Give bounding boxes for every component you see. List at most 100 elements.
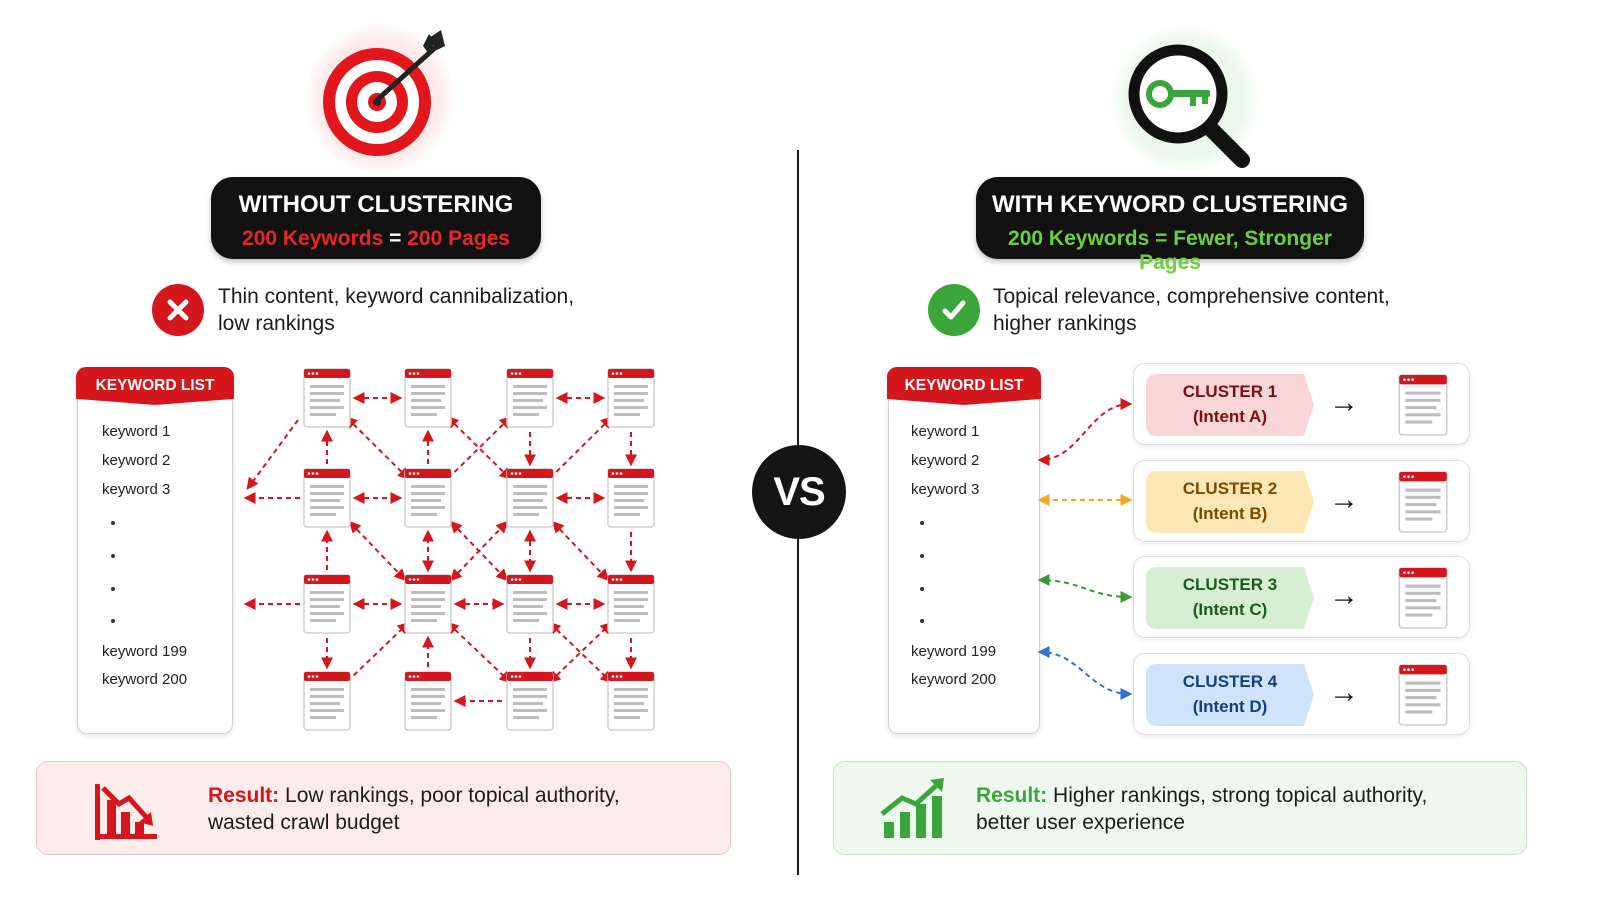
without-note: Thin content, keyword cannibalization, l…: [218, 283, 574, 337]
result-text: Result: Low rankings, poor topical autho…: [208, 782, 620, 836]
page-icon: [506, 574, 554, 634]
page-icon: [303, 468, 351, 528]
cluster-card: CLUSTER 2 (Intent B) →: [1133, 460, 1470, 542]
cluster-intent: (Intent B): [1192, 504, 1268, 523]
with-clustering-pill: WITH KEYWORD CLUSTERING 200 Keywords = F…: [976, 177, 1364, 274]
cluster-name: CLUSTER 4: [1182, 672, 1278, 691]
link-arrow: [346, 621, 410, 683]
ellipsis-dot: [920, 521, 924, 525]
x-icon: [152, 284, 204, 336]
keyword-item: keyword 3: [911, 481, 980, 498]
cluster-intent: (Intent C): [1192, 600, 1268, 619]
page-icon: [607, 468, 655, 528]
ellipsis-dot: [111, 619, 115, 623]
cluster-label: CLUSTER 2 (Intent B): [1146, 471, 1314, 533]
keyword-item: keyword 1: [102, 423, 171, 440]
keyword-item: keyword 2: [102, 452, 171, 469]
page-icon: [506, 368, 554, 428]
result-line: better user experience: [976, 811, 1185, 834]
page-network: [243, 368, 655, 731]
page-icon: [404, 574, 452, 634]
cluster-name: CLUSTER 2: [1182, 479, 1278, 498]
right-arrow-icon: →: [1329, 579, 1359, 612]
page-icon: [607, 671, 655, 731]
key-magnifier-icon: [1110, 24, 1260, 174]
keyword-item: keyword 3: [102, 481, 171, 498]
page-icon: [1392, 471, 1454, 538]
link-arrow: [549, 416, 613, 480]
result-label: Result:: [208, 784, 280, 807]
without-clustering-pill: WITHOUT CLUSTERING 200 Keywords = 200 Pa…: [211, 177, 541, 259]
result-box-right: Result: Higher rankings, strong topical …: [833, 761, 1527, 855]
cluster-intent: (Intent D): [1192, 697, 1268, 716]
pill-keywords-count: 200 Keywords: [242, 227, 384, 250]
keyword-item: keyword 199: [911, 643, 997, 660]
keyword-item: keyword 199: [102, 643, 188, 660]
cluster-card: CLUSTER 3 (Intent C) →: [1133, 556, 1470, 638]
cluster-label: CLUSTER 1 (Intent A): [1146, 374, 1314, 436]
cluster-connectors: [1037, 398, 1133, 700]
page-icon: [1392, 664, 1454, 731]
page-icon: [404, 468, 452, 528]
note-line: higher rankings: [993, 312, 1137, 335]
result-box-left: Result: Low rankings, poor topical autho…: [36, 761, 731, 855]
ellipsis-dot: [111, 587, 115, 591]
result-line: Higher rankings, strong topical authorit…: [1053, 784, 1428, 807]
pill-subtitle: 200 Keywords = Fewer, Stronger Pages: [1008, 227, 1332, 274]
cluster-card: CLUSTER 4 (Intent D) →: [1133, 653, 1470, 735]
page-icon: [1392, 567, 1454, 634]
result-label: Result:: [976, 784, 1048, 807]
keyword-list-header: KEYWORD LIST: [887, 367, 1041, 405]
link-arrow: [246, 419, 299, 490]
trend-up-icon: [880, 776, 950, 847]
note-line: Topical relevance, comprehensive content…: [993, 285, 1390, 308]
cluster-link-arrow: [1037, 574, 1133, 603]
result-line: wasted crawl budget: [208, 811, 400, 834]
pill-equals: =: [389, 227, 402, 250]
page-icon: [607, 368, 655, 428]
page-icon: [303, 368, 351, 428]
page-icon: [303, 671, 351, 731]
keyword-list-right: KEYWORD LIST keyword 1 keyword 2 keyword…: [887, 367, 1041, 734]
pill-pages-count: 200 Pages: [407, 227, 510, 250]
keyword-item: keyword 200: [102, 671, 188, 688]
cluster-card: CLUSTER 1 (Intent A) →: [1133, 363, 1470, 445]
cluster-label: CLUSTER 3 (Intent C): [1146, 567, 1314, 629]
keyword-item: keyword 2: [911, 452, 980, 469]
right-arrow-icon: →: [1329, 386, 1359, 419]
vs-badge: VS: [752, 445, 846, 539]
with-note: Topical relevance, comprehensive content…: [993, 283, 1390, 337]
ellipsis-dot: [920, 619, 924, 623]
cluster-label: CLUSTER 4 (Intent D): [1146, 664, 1314, 726]
page-icon: [506, 671, 554, 731]
trend-down-icon: [93, 776, 159, 847]
keyword-list-header: KEYWORD LIST: [76, 367, 234, 405]
result-text: Result: Higher rankings, strong topical …: [976, 782, 1427, 836]
keyword-item: keyword 200: [911, 671, 997, 688]
page-icon: [303, 574, 351, 634]
check-icon: [928, 284, 980, 336]
note-line: low rankings: [218, 312, 335, 335]
pill-title: WITH KEYWORD CLUSTERING: [992, 191, 1348, 218]
cluster-intent: (Intent A): [1193, 407, 1267, 426]
page-icon: [404, 368, 452, 428]
link-arrow: [345, 416, 410, 480]
keyword-item: keyword 1: [911, 423, 980, 440]
link-arrow: [348, 520, 407, 582]
page-icon: [607, 574, 655, 634]
note-line: Thin content, keyword cannibalization,: [218, 285, 575, 308]
link-arrow: [449, 520, 509, 582]
ellipsis-dot: [920, 587, 924, 591]
right-arrow-icon: →: [1329, 676, 1359, 709]
cluster-name: CLUSTER 3: [1182, 575, 1278, 594]
link-arrow: [551, 520, 610, 582]
pill-subtitle: 200 Keywords = 200 Pages: [211, 227, 541, 251]
page-icon: [1392, 374, 1454, 441]
ellipsis-dot: [111, 554, 115, 558]
ellipsis-dot: [920, 554, 924, 558]
right-arrow-icon: →: [1329, 483, 1359, 516]
link-arrow: [446, 621, 512, 684]
link-arrow: [446, 415, 512, 481]
target-icon: [305, 24, 455, 174]
keyword-list-left: KEYWORD LIST keyword 1 keyword 2 keyword…: [76, 367, 234, 734]
